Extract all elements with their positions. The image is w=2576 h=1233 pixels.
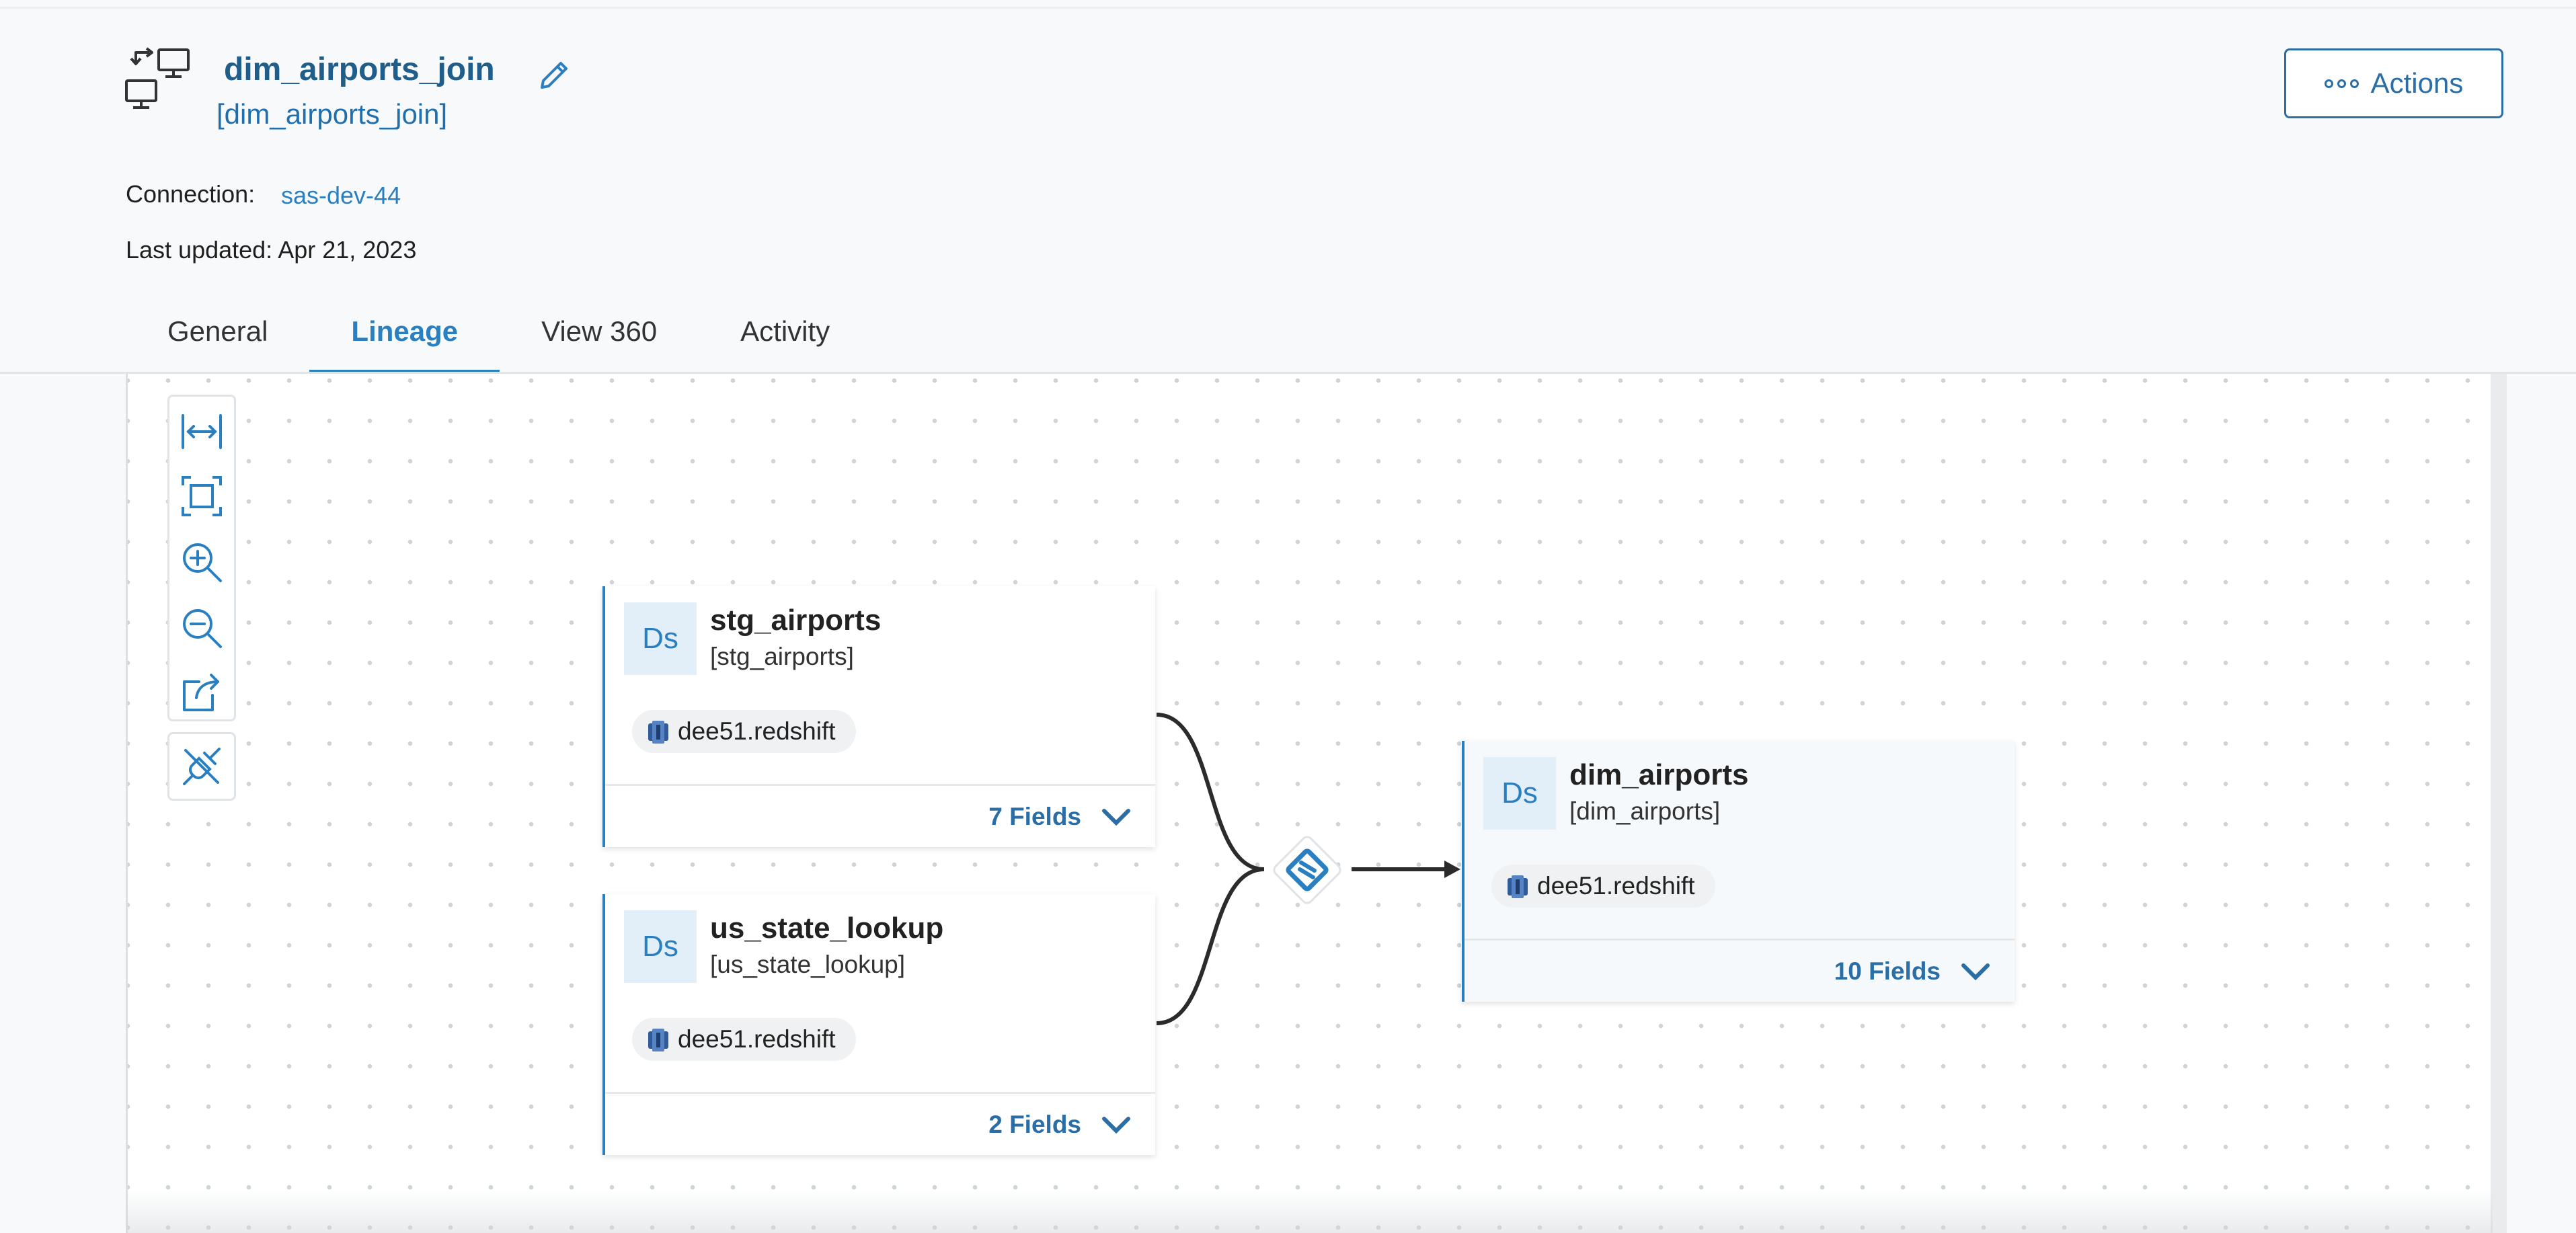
chevron-down-icon[interactable] — [1959, 961, 1992, 982]
node-footer: 2 Fields — [605, 1092, 1155, 1155]
fields-count[interactable]: 7 Fields — [988, 802, 1081, 830]
lineage-canvas[interactable] — [126, 374, 2495, 1233]
transform-icon — [125, 47, 190, 109]
node-physical-name: [us_state_lookup] — [710, 951, 906, 978]
connection-name: dee51.redshift — [1537, 872, 1695, 900]
zoom-out-icon[interactable] — [179, 605, 225, 651]
lineage-node-us-state-lookup[interactable]: Ds us_state_lookup [us_state_lookup] dee… — [602, 894, 1155, 1155]
node-name[interactable]: dim_airports — [1569, 758, 1749, 791]
node-footer: 10 Fields — [1465, 939, 2015, 1002]
unlink-icon[interactable] — [179, 744, 225, 789]
fields-count[interactable]: 10 Fields — [1834, 957, 1941, 985]
actions-label: Actions — [2370, 67, 2464, 99]
tab-divider — [0, 372, 2576, 374]
tab-lineage[interactable]: Lineage — [309, 289, 500, 374]
redshift-icon — [1508, 875, 1528, 898]
redshift-icon — [648, 1029, 668, 1051]
last-updated: Last updated: Apr 21, 2023 — [126, 236, 417, 264]
canvas-bottom-shadow — [126, 1190, 2493, 1233]
actions-button[interactable]: Actions — [2284, 48, 2503, 118]
page-subtitle: [dim_airports_join] — [217, 98, 448, 130]
fit-screen-icon[interactable] — [179, 473, 225, 519]
dataset-badge: Ds — [624, 910, 697, 983]
connection-pill[interactable]: dee51.redshift — [632, 1018, 856, 1061]
chevron-down-icon[interactable] — [1100, 807, 1132, 827]
export-icon[interactable] — [179, 668, 225, 714]
tab-general[interactable]: General — [167, 315, 268, 347]
fit-width-icon[interactable] — [179, 409, 225, 454]
connection-name: dee51.redshift — [678, 1025, 836, 1053]
connection-label: Connection: — [126, 180, 256, 208]
zoom-in-icon[interactable] — [179, 539, 225, 585]
node-footer: 7 Fields — [605, 784, 1155, 847]
unlink-tool — [167, 732, 236, 801]
connection-link[interactable]: sas-dev-44 — [281, 182, 401, 209]
node-name[interactable]: us_state_lookup — [710, 912, 944, 945]
more-icon — [2324, 79, 2359, 88]
pencil-icon[interactable] — [537, 56, 573, 93]
node-physical-name: [stg_airports] — [710, 643, 854, 670]
top-divider — [0, 7, 2576, 9]
canvas-toolbar — [167, 395, 236, 721]
page-title: dim_airports_join — [224, 52, 495, 87]
dataset-badge: Ds — [624, 602, 697, 675]
node-physical-name: [dim_airports] — [1569, 797, 1721, 825]
chevron-down-icon[interactable] — [1100, 1115, 1132, 1135]
node-name[interactable]: stg_airports — [710, 604, 882, 637]
canvas-scrollbar[interactable] — [2491, 374, 2507, 1233]
join-process-icon[interactable] — [1267, 830, 1347, 910]
connection-pill[interactable]: dee51.redshift — [1491, 865, 1715, 908]
connection-pill[interactable]: dee51.redshift — [632, 710, 856, 753]
tab-bar: General Lineage View 360 Activity — [126, 289, 871, 374]
redshift-icon — [648, 721, 668, 744]
tab-activity[interactable]: Activity — [740, 315, 830, 347]
lineage-node-dim-airports[interactable]: Ds dim_airports [dim_airports] dee51.red… — [1462, 741, 2015, 1002]
fields-count[interactable]: 2 Fields — [988, 1110, 1081, 1138]
tab-view-360[interactable]: View 360 — [541, 315, 658, 347]
connection-name: dee51.redshift — [678, 717, 836, 745]
dataset-badge: Ds — [1483, 757, 1556, 830]
lineage-node-stg-airports[interactable]: Ds stg_airports [stg_airports] dee51.red… — [602, 586, 1155, 847]
